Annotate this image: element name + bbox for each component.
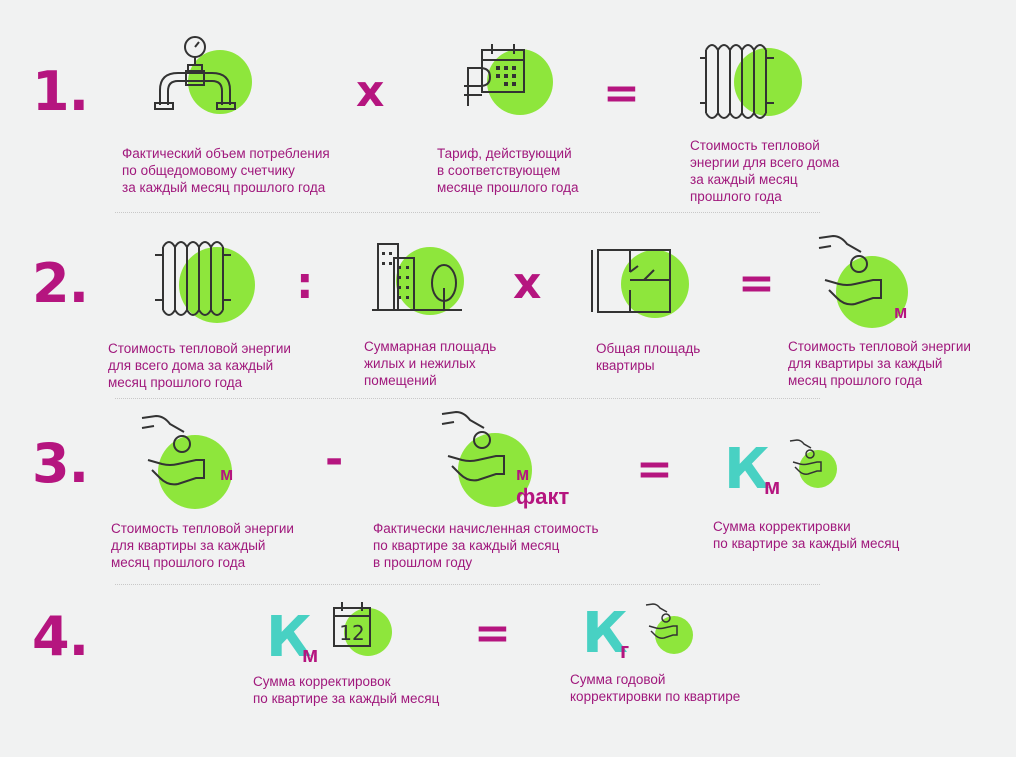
separator	[115, 212, 820, 213]
hands-coin-icon	[644, 602, 699, 657]
divide-operator: :	[296, 258, 314, 309]
correction-subscript: м	[764, 474, 781, 499]
calendar-12-icon: 12	[330, 600, 395, 665]
step-number-2: 2.	[32, 252, 89, 315]
pipe-meter-icon	[150, 35, 260, 115]
hands-coin-icon	[138, 412, 248, 509]
hands-coin-icon	[788, 438, 843, 493]
step-number-1: 1.	[32, 60, 89, 123]
separator	[115, 584, 820, 585]
ruble-calendar-icon	[460, 40, 560, 120]
equals-operator: =	[603, 68, 640, 119]
floor-plan-icon	[590, 242, 700, 327]
svg-text:12: 12	[339, 621, 364, 645]
radiator-icon	[155, 235, 265, 330]
equals-operator: =	[636, 444, 673, 495]
subscript-m: м	[516, 464, 530, 484]
hands-coin-icon	[438, 408, 548, 507]
annual-correction-subscript: г	[620, 638, 630, 663]
annual-correction-symbol: К	[582, 601, 628, 666]
building-tree-icon	[372, 238, 472, 318]
separator	[115, 398, 820, 399]
hands-coin-icon	[815, 232, 925, 328]
multiply-operator: x	[513, 258, 542, 309]
radiator-icon	[698, 38, 808, 128]
equals-operator: =	[474, 608, 511, 659]
correction-symbol: К	[266, 605, 312, 670]
correction-symbol: К	[724, 437, 770, 502]
subscript-fact: факт	[516, 484, 570, 509]
minus-operator: -	[325, 434, 344, 485]
equals-operator: =	[738, 258, 775, 309]
step-number-4: 4.	[32, 605, 89, 668]
multiply-operator: x	[356, 66, 385, 117]
step-number-3: 3.	[32, 432, 89, 495]
subscript-m: м	[220, 464, 234, 484]
subscript-m: м	[894, 302, 908, 322]
correction-subscript: м	[302, 642, 319, 667]
